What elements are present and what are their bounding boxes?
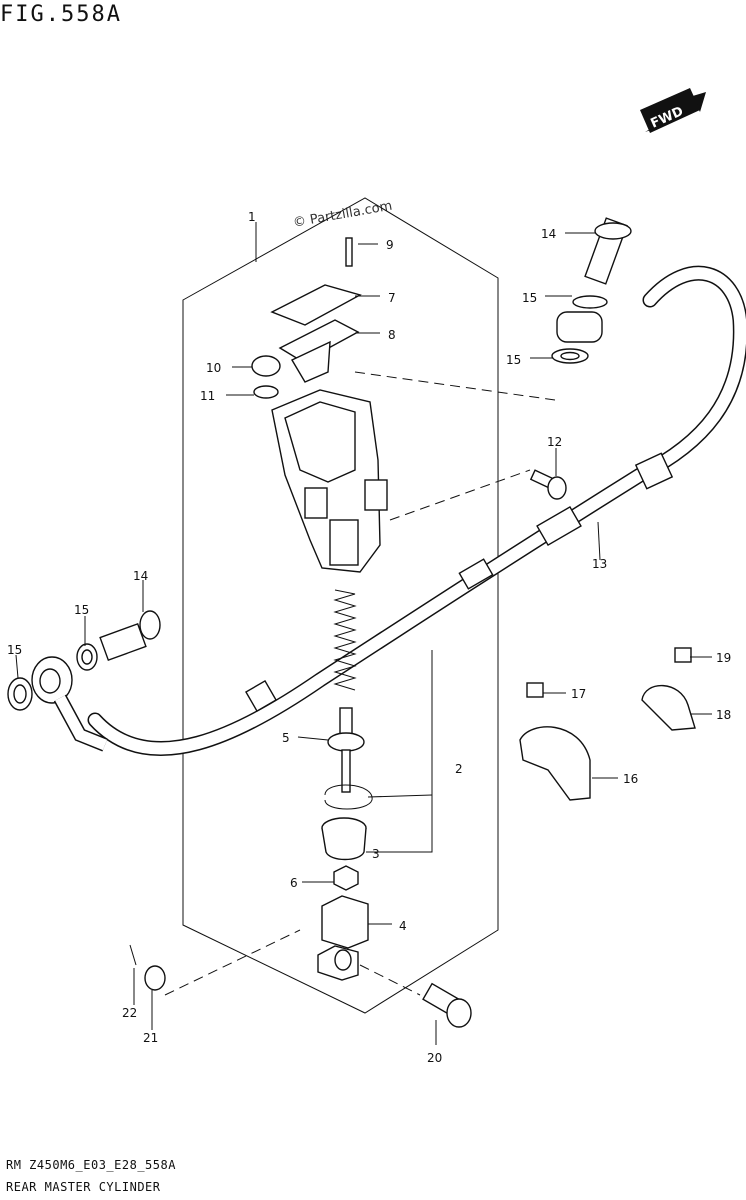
footer-code: RM Z450M6_E03_E28_558A — [6, 1158, 176, 1172]
cap-10 — [251, 355, 281, 377]
callout-9: 9 — [386, 238, 394, 252]
callout-19: 19 — [716, 651, 731, 665]
callout-14-left: 14 — [133, 569, 148, 583]
callout-4: 4 — [399, 919, 407, 933]
callout-6: 6 — [290, 876, 298, 890]
clevis — [317, 895, 369, 981]
figure-title: FIG.558A — [0, 2, 122, 27]
callout-2: 2 — [455, 762, 463, 776]
ring-11 — [253, 385, 279, 399]
callout-17: 17 — [571, 687, 586, 701]
dash-line-21 — [164, 929, 301, 996]
nut-6 — [333, 865, 359, 891]
fwd-arrow-icon: FWD — [640, 88, 706, 133]
dash-line-20 — [359, 964, 421, 996]
brake-hose — [87, 265, 746, 756]
callout-15-right-bottom: 15 — [506, 353, 521, 367]
left-banjo-fitting — [7, 610, 161, 752]
callout-21: 21 — [143, 1031, 158, 1045]
callout-20: 20 — [427, 1051, 442, 1065]
push-rod — [327, 707, 365, 793]
bolt-17 — [526, 682, 544, 698]
clamp-16 — [519, 726, 591, 801]
callout-15-left-outer: 15 — [7, 643, 22, 657]
callout-18: 18 — [716, 708, 731, 722]
spring — [333, 589, 357, 691]
circlip — [324, 784, 373, 810]
bolt-12 — [529, 469, 567, 500]
callout-1: 1 — [248, 210, 256, 224]
washer-21 — [144, 965, 166, 991]
right-banjo-fitting — [551, 217, 632, 364]
callout-15-left-inner: 15 — [74, 603, 89, 617]
callout-12: 12 — [547, 435, 562, 449]
master-cylinder-body — [271, 389, 388, 573]
dash-line-12 — [389, 469, 531, 521]
callout-14-right: 14 — [541, 227, 556, 241]
bolt-19 — [674, 647, 692, 663]
cotter-pin-22 — [129, 944, 137, 966]
callout-15-right-top: 15 — [522, 291, 537, 305]
clamp-18 — [641, 684, 696, 731]
footer-name: REAR MASTER CYLINDER — [6, 1180, 161, 1194]
dash-line-15 — [354, 371, 556, 401]
callout-16: 16 — [623, 772, 638, 786]
callout-13: 13 — [592, 557, 607, 571]
leader-lines — [15, 222, 712, 1045]
callout-11: 11 — [200, 389, 215, 403]
callout-5: 5 — [282, 731, 290, 745]
reservoir-cap-group — [270, 237, 362, 383]
pin-20 — [422, 982, 472, 1028]
callout-8: 8 — [388, 328, 396, 342]
callout-3: 3 — [372, 847, 380, 861]
callout-22: 22 — [122, 1006, 137, 1020]
boot — [321, 817, 367, 861]
callout-7: 7 — [388, 291, 396, 305]
callout-labels: 1 2 3 4 5 6 7 8 9 10 11 12 13 14 14 15 1… — [7, 210, 731, 1065]
callout-10: 10 — [206, 361, 221, 375]
assembly-outline — [182, 197, 499, 1014]
